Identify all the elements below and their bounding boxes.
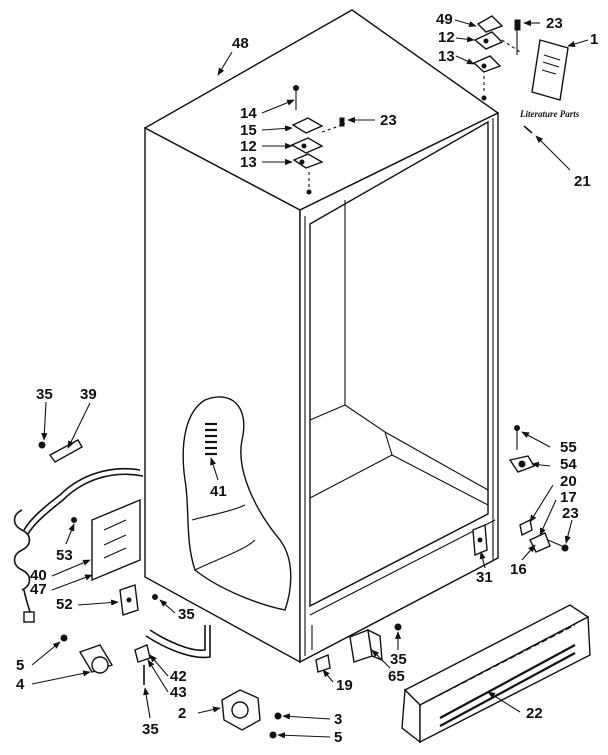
cabinet-48 xyxy=(143,9,500,664)
callout-5: 5 xyxy=(334,729,342,746)
roller-4 xyxy=(60,634,114,674)
upper-right-hinge-assembly xyxy=(472,15,569,134)
leader-lines xyxy=(31,19,589,739)
toe-grille-22 xyxy=(401,604,591,744)
callout-49: 49 xyxy=(436,11,453,28)
bracket-39 xyxy=(38,439,83,463)
callout-23: 23 xyxy=(380,112,397,129)
callout-5: 5 xyxy=(16,657,24,674)
bracket-52 xyxy=(119,584,158,616)
power-cord-40 xyxy=(13,467,144,623)
drain-tube-42 xyxy=(134,625,211,685)
callout-41: 41 xyxy=(210,483,227,500)
literature-parts-label: Literature Parts xyxy=(519,109,580,119)
callout-13: 13 xyxy=(438,48,455,65)
callout-22: 22 xyxy=(526,705,543,722)
callout-53: 53 xyxy=(56,547,73,564)
callout-1: 1 xyxy=(590,31,598,48)
electrical-panel-47 xyxy=(71,498,141,582)
roller-2 xyxy=(221,689,282,739)
callout-65: 65 xyxy=(388,668,405,685)
callout-23: 23 xyxy=(562,505,579,522)
callout-12: 12 xyxy=(438,29,455,46)
callout-2: 2 xyxy=(178,705,186,722)
callout-labels: 48 49 23 1 12 13 Literature Parts 14 15 … xyxy=(16,11,598,746)
callout-35: 35 xyxy=(390,651,407,668)
callout-55: 55 xyxy=(560,439,577,456)
callout-35: 35 xyxy=(142,721,159,738)
hinge-assembly-16-17-20 xyxy=(519,518,569,553)
callout-35: 35 xyxy=(36,386,53,403)
callout-31: 31 xyxy=(476,569,493,586)
callout-39: 39 xyxy=(80,386,97,403)
top-hinge-assembly xyxy=(290,85,346,195)
callout-42: 42 xyxy=(170,668,187,685)
callout-48: 48 xyxy=(232,35,249,52)
callout-15: 15 xyxy=(240,122,257,139)
callout-12: 12 xyxy=(240,138,257,155)
hinge-54 xyxy=(508,425,536,473)
callout-16: 16 xyxy=(510,561,527,578)
callout-4: 4 xyxy=(16,676,25,693)
callout-54: 54 xyxy=(560,456,577,473)
callout-19: 19 xyxy=(336,677,353,694)
callout-3: 3 xyxy=(334,711,342,728)
callout-35: 35 xyxy=(178,606,195,623)
callout-14: 14 xyxy=(240,105,257,122)
callout-43: 43 xyxy=(170,684,187,701)
callout-21: 21 xyxy=(574,173,591,190)
callout-47: 47 xyxy=(30,581,47,598)
bracket-31 xyxy=(472,523,488,557)
callout-40: 40 xyxy=(30,567,47,584)
clip-19 xyxy=(315,654,331,673)
callout-23: 23 xyxy=(546,15,563,32)
callout-20: 20 xyxy=(560,473,577,490)
callout-52: 52 xyxy=(56,596,73,613)
callout-13: 13 xyxy=(240,154,257,171)
callout-17: 17 xyxy=(560,489,577,506)
cutaway-coil xyxy=(205,422,217,456)
